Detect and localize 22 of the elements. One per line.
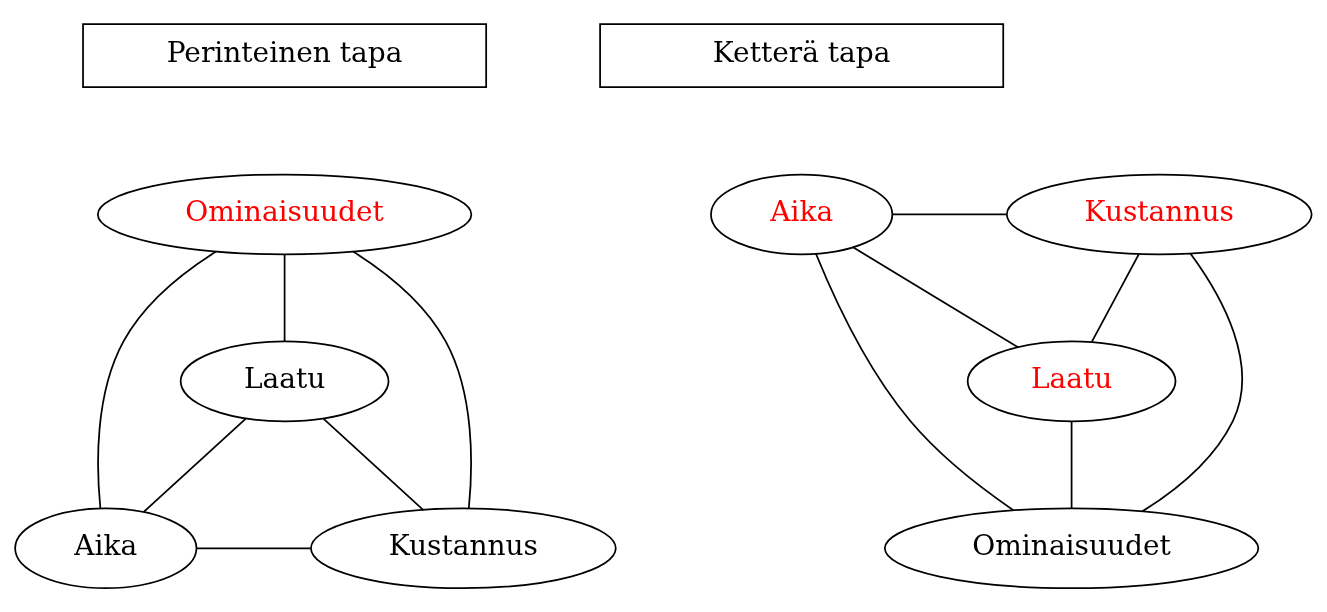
connector xyxy=(322,417,425,511)
node-box: Ketterä tapa xyxy=(599,23,1005,88)
connector xyxy=(1090,253,1140,343)
connector xyxy=(283,253,286,343)
node-ellipse: Laatu xyxy=(966,340,1177,423)
connector xyxy=(1141,252,1244,513)
connector xyxy=(143,417,247,513)
node-ellipse: Aika xyxy=(710,173,894,256)
connector xyxy=(97,250,217,510)
node-ellipse: Kustannus xyxy=(1005,173,1313,256)
node-ellipse: Ominaisuudet xyxy=(883,507,1260,590)
connector xyxy=(195,547,312,550)
node-ellipse: Aika xyxy=(14,507,198,590)
connector xyxy=(891,213,1008,216)
node-ellipse: Ominaisuudet xyxy=(96,173,473,256)
node-ellipse: Laatu xyxy=(179,340,390,423)
connector xyxy=(1070,420,1073,510)
node-box: Perinteinen tapa xyxy=(82,23,488,88)
connector xyxy=(852,246,1019,349)
connector xyxy=(815,252,1015,512)
node-ellipse: Kustannus xyxy=(310,507,617,590)
connector xyxy=(352,250,472,510)
